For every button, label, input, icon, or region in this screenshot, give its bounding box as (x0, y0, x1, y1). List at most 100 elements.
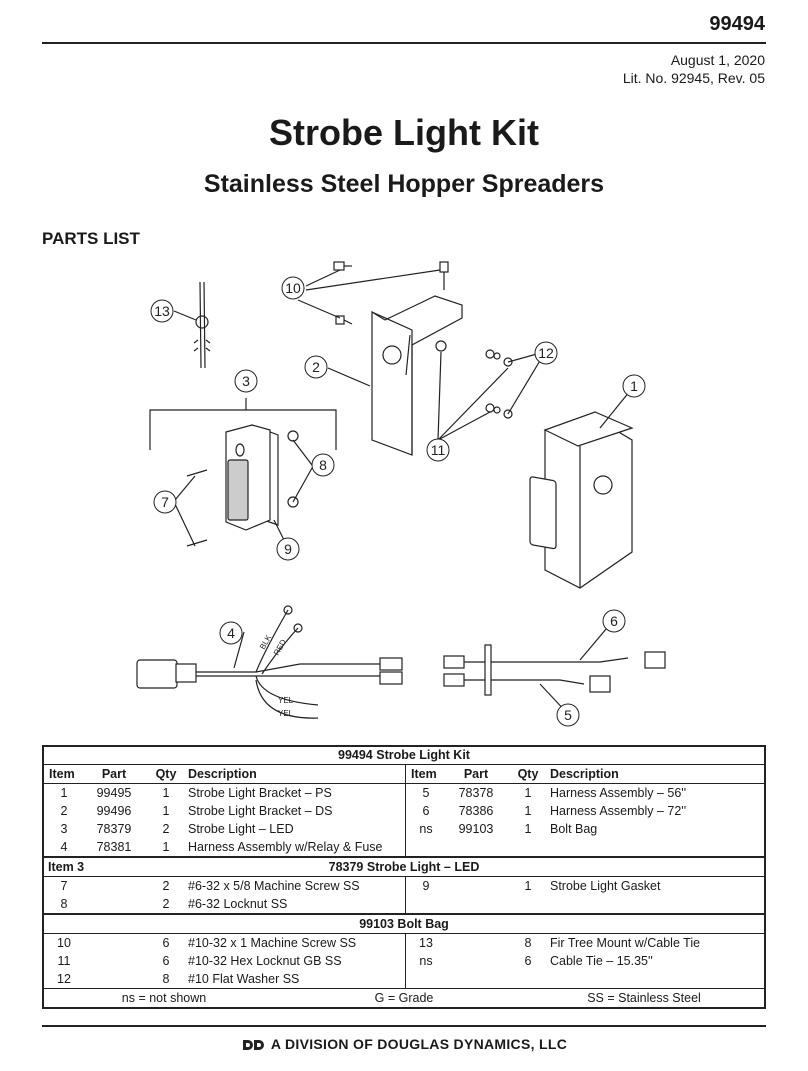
cell-description: Fir Tree Mount w/Cable Tie (550, 936, 701, 950)
cell-item: 12 (57, 972, 71, 986)
section-title: 99103 Bolt Bag (359, 917, 449, 931)
cell-item: ns (419, 822, 433, 836)
cell-description: Harness Assembly – 56'' (550, 786, 687, 800)
cell-item: 7 (60, 879, 68, 893)
cell-description: Cable Tie – 15.35'' (550, 954, 653, 968)
parts-list-heading: PARTS LIST (42, 229, 140, 248)
cell-item: 2 (60, 804, 68, 818)
bracket-ps-drawing (529, 411, 634, 589)
wire-label-yel-2: YEL (278, 709, 294, 718)
cell-description: #10 Flat Washer SS (188, 972, 300, 986)
svg-text:7: 7 (161, 494, 169, 510)
page-title: Strobe Light Kit (269, 112, 539, 153)
callout-8: 8 (311, 453, 335, 477)
cell-qty: 1 (162, 786, 170, 800)
svg-text:13: 13 (154, 303, 170, 319)
cell-part: 78381 (96, 840, 132, 854)
douglas-dynamics-logo-icon (242, 1040, 264, 1050)
cell-description: Strobe Light Gasket (550, 879, 661, 893)
wire-label-blk: BLK (258, 633, 274, 651)
bottom-divider (42, 1025, 766, 1027)
harness-assembly-drawing (443, 644, 666, 696)
col-header-item: Item (411, 767, 437, 781)
document-date: August 1, 2020 (670, 52, 765, 68)
cell-item: 4 (60, 840, 68, 854)
callout-10: 10 (281, 276, 305, 300)
cell-part: 78378 (458, 786, 494, 800)
cell-item (406, 970, 446, 988)
cell-part: 99495 (96, 786, 132, 800)
cell-item (406, 838, 446, 856)
cell-qty (506, 838, 550, 856)
svg-text:9: 9 (284, 541, 292, 557)
cell-qty: 1 (162, 804, 170, 818)
harness-relay-drawing (136, 605, 403, 719)
cell-item: 3 (60, 822, 68, 836)
cell-item: 8 (60, 897, 68, 911)
cell-qty: 8 (162, 972, 170, 986)
cell-qty: 2 (162, 879, 170, 893)
cell-qty: 1 (524, 786, 532, 800)
bracket-ds-drawing (371, 295, 463, 456)
table-header-row: Item Part Qty Description Item Part Qty … (44, 765, 764, 784)
callout-6: 6 (602, 609, 626, 633)
parts-table: 99494 Strobe Light Kit Item Part Qty Des… (42, 745, 766, 1009)
cell-part: 78379 (96, 822, 132, 836)
callout-9: 9 (276, 537, 300, 561)
callout-2: 2 (304, 355, 328, 379)
cell-item: ns (419, 954, 433, 968)
section-header-bolt-bag: 99103 Bolt Bag (44, 913, 764, 934)
locknut-washer-drawing (435, 340, 513, 419)
division-text: A DIVISION OF DOUGLAS DYNAMICS, LLC (270, 1036, 568, 1052)
callout-1: 1 (622, 374, 646, 398)
legend-stainless-steel: SS = Stainless Steel (587, 991, 701, 1005)
cell-part (446, 838, 506, 856)
svg-text:12: 12 (538, 345, 554, 361)
cell-qty (506, 970, 550, 988)
cell-item (406, 895, 446, 913)
cell-item: 13 (419, 936, 433, 950)
svg-text:4: 4 (227, 625, 235, 641)
cell-qty: 2 (162, 822, 170, 836)
cell-item: 9 (422, 879, 430, 893)
cell-qty: 6 (162, 936, 170, 950)
svg-text:1: 1 (630, 378, 638, 394)
cell-description: #6-32 Locknut SS (188, 897, 288, 911)
cell-description: Strobe Light Bracket – PS (188, 786, 332, 800)
section-item-label: Item 3 (48, 860, 85, 874)
literature-number: Lit. No. 92945, Rev. 05 (622, 70, 765, 86)
legend-not-shown: ns = not shown (121, 991, 207, 1005)
wire-label-yel-1: YEL (278, 696, 294, 705)
cell-qty: 1 (524, 822, 532, 836)
svg-text:2: 2 (312, 359, 320, 375)
col-header-description: Description (550, 767, 619, 781)
strobe-light-drawing (149, 398, 337, 547)
cell-description (550, 895, 764, 913)
cell-qty: 1 (524, 804, 532, 818)
svg-text:11: 11 (431, 442, 446, 458)
wire-label-red: RED (272, 638, 288, 657)
table-row: 12 8 #10 Flat Washer SS (44, 970, 764, 988)
section-title: 78379 Strobe Light – LED (328, 860, 480, 874)
svg-text:3: 3 (242, 373, 250, 389)
col-header-description: Description (188, 767, 257, 781)
cell-description: Bolt Bag (550, 822, 598, 836)
table-legend: ns = not shown G = Grade SS = Stainless … (44, 988, 764, 1007)
machine-screw-drawing (333, 261, 449, 325)
cell-item: 1 (60, 786, 68, 800)
cell-part: 78386 (458, 804, 494, 818)
cell-qty: 1 (162, 840, 170, 854)
page-subtitle: Stainless Steel Hopper Spreaders (203, 170, 605, 198)
cell-item: 10 (57, 936, 71, 950)
callout-3: 3 (234, 369, 258, 393)
callout-circles: 13 10 2 3 12 1 11 8 7 9 4 6 5 (150, 276, 646, 727)
cell-description: Strobe Light Bracket – DS (188, 804, 333, 818)
cell-qty: 8 (524, 936, 532, 950)
cell-part: 99103 (458, 822, 494, 836)
callout-7: 7 (153, 490, 177, 514)
callout-4: 4 (219, 621, 243, 645)
cell-description: #6-32 x 5/8 Machine Screw SS (188, 879, 360, 893)
